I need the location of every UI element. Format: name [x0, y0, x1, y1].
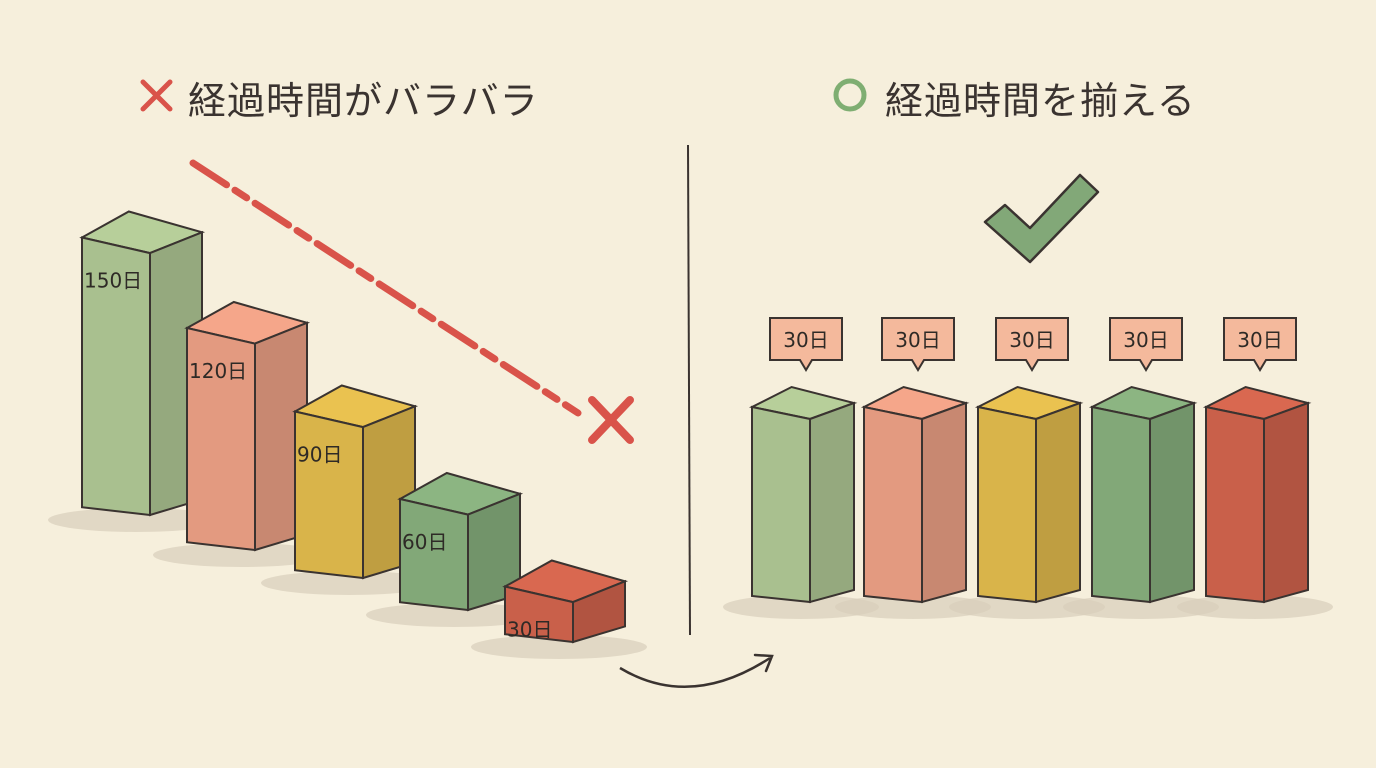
- title-circle-icon: [833, 78, 867, 112]
- bar-shadow: [153, 543, 329, 567]
- check-mark-icon: [983, 173, 1100, 264]
- left-bar-label: 150日: [84, 269, 142, 293]
- bar-shadow: [48, 508, 224, 532]
- bar-front-face: [294, 410, 364, 580]
- bar-shadow: [1063, 595, 1219, 619]
- bar-side-face: [572, 579, 626, 644]
- duration-tag: 30日: [1223, 317, 1297, 372]
- duration-tag: 30日: [881, 317, 955, 372]
- declining-dashed-line: [189, 159, 582, 417]
- bar-shadow: [261, 571, 437, 595]
- left-bar: [184, 300, 311, 552]
- left-title: 経過時間がバラバラ: [188, 79, 539, 123]
- right-bar: [974, 385, 1084, 604]
- bar-front-face: [399, 497, 469, 612]
- left-bar: [292, 384, 419, 580]
- bar-shadow: [949, 595, 1105, 619]
- bar-shadow: [723, 595, 879, 619]
- right-title: 経過時間を揃える: [885, 79, 1196, 123]
- left-bar-label: 30日: [507, 618, 552, 642]
- bar-front-face: [751, 405, 811, 604]
- left-bar-label: 90日: [297, 443, 342, 467]
- bar-shadow: [471, 635, 647, 659]
- left-bar-label: 60日: [402, 530, 447, 554]
- duration-tag: 30日: [995, 317, 1069, 372]
- bar-side-face: [1149, 401, 1195, 604]
- divider: [687, 144, 691, 636]
- left-bar: [502, 559, 629, 644]
- tag-label: 30日: [1123, 328, 1168, 352]
- tag-label: 30日: [1009, 328, 1054, 352]
- bar-front-face: [977, 405, 1037, 604]
- title-x-icon: [140, 79, 173, 112]
- bar-side-face: [1035, 401, 1081, 604]
- duration-tag: 30日: [1109, 317, 1183, 372]
- tag-label: 30日: [783, 328, 828, 352]
- left-bar: [79, 210, 206, 517]
- left-bar-label: 120日: [189, 359, 247, 383]
- right-bar: [860, 385, 970, 604]
- bar-front-face: [1091, 405, 1151, 604]
- right-bar: [748, 385, 858, 604]
- tag-label: 30日: [895, 328, 940, 352]
- curved-arrow-icon: [619, 656, 771, 688]
- bar-side-face: [921, 401, 967, 604]
- bar-front-face: [1205, 405, 1265, 604]
- right-bar: [1202, 385, 1312, 604]
- bar-shadow: [1177, 595, 1333, 619]
- bar-shadow: [835, 595, 991, 619]
- tag-label: 30日: [1237, 328, 1282, 352]
- bar-side-face: [1263, 401, 1309, 604]
- duration-tag: 30日: [769, 317, 843, 372]
- right-bar: [1088, 385, 1198, 604]
- bar-side-face: [809, 401, 855, 604]
- bar-front-face: [863, 405, 923, 604]
- red-x-icon: [588, 396, 634, 444]
- bar-shadow: [366, 603, 542, 627]
